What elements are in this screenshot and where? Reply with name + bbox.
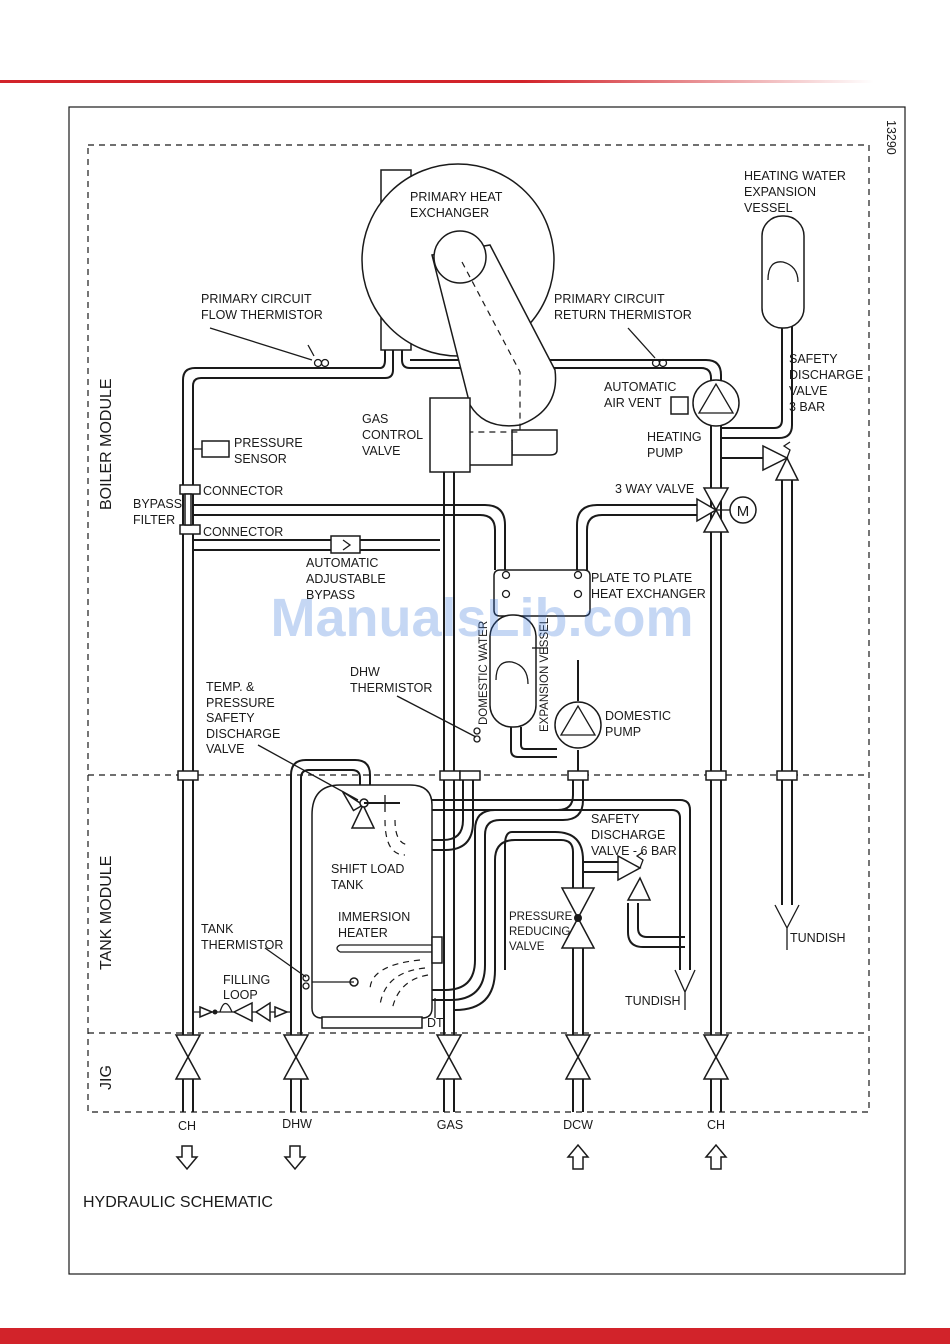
watermark-text: ManualsLib.com bbox=[270, 588, 693, 648]
label-gas-control-valve: GAS CONTROL VALVE bbox=[362, 412, 426, 458]
label-filling-loop: FILLING LOOP bbox=[223, 973, 274, 1002]
label-bypass-filter: BYPASS FILTER bbox=[133, 497, 186, 527]
label-return-thermistor: PRIMARY CIRCUIT RETURN THERMISTOR bbox=[554, 292, 692, 322]
label-connector-top: CONNECTOR bbox=[203, 484, 283, 498]
gas-control-valve bbox=[429, 397, 471, 473]
tundish-mid-symbol bbox=[674, 969, 696, 1010]
pressure-sensor-box bbox=[201, 440, 230, 458]
label-dt: DT bbox=[427, 1016, 444, 1030]
label-pressure-sensor: PRESSURE SENSOR bbox=[234, 436, 306, 466]
connection-dcw: DCW bbox=[563, 1118, 593, 1132]
divider-connectors bbox=[177, 770, 798, 781]
label-safety-valve-6bar: SAFETY DISCHARGE VALVE - 6 BAR bbox=[591, 812, 677, 858]
label-shift-load-tank: SHIFT LOAD TANK bbox=[331, 862, 408, 892]
primary-heat-exchanger bbox=[361, 163, 558, 472]
return-thermistor-leader bbox=[627, 327, 656, 359]
flow-thermistor-leader bbox=[209, 327, 313, 361]
safety-valve-3bar bbox=[721, 441, 800, 481]
label-tank-thermistor: TANK THERMISTOR bbox=[201, 922, 283, 952]
dhw-pipe bbox=[290, 759, 371, 1035]
domestic-pump bbox=[554, 701, 602, 749]
tundish-right-symbol bbox=[774, 904, 800, 950]
header-accent-line bbox=[0, 80, 950, 83]
figure-frame bbox=[68, 106, 906, 1275]
immersion-heater bbox=[336, 936, 443, 964]
dcw-pipe bbox=[454, 831, 685, 1035]
label-primary-heat-exchanger: PRIMARY HEAT EXCHANGER bbox=[410, 190, 506, 220]
figure-caption: HYDRAULIC SCHEMATIC bbox=[83, 1194, 273, 1211]
shift-load-tank bbox=[311, 784, 433, 1029]
jig-valves bbox=[174, 1034, 730, 1112]
label-tundish-mid: TUNDISH bbox=[625, 994, 681, 1008]
label-three-way-valve: 3 WAY VALVE bbox=[615, 482, 694, 496]
heating-pump bbox=[692, 379, 740, 427]
tank-thermistor-symbol bbox=[302, 974, 310, 990]
label-connector-bottom: CONNECTOR bbox=[203, 525, 283, 539]
return-thermistor-symbol bbox=[651, 358, 668, 368]
label-plate-heat-exchanger: PLATE TO PLATE HEAT EXCHANGER bbox=[591, 571, 706, 601]
label-air-vent: AUTOMATIC AIR VENT bbox=[604, 380, 680, 410]
tp-safety-valve bbox=[341, 790, 400, 829]
heating-expansion-vessel bbox=[761, 215, 805, 329]
three-way-valve bbox=[696, 487, 757, 533]
gas-valve-link bbox=[470, 440, 513, 466]
safety-valve-6bar bbox=[617, 851, 652, 901]
tank-thermistor-leader bbox=[264, 947, 307, 978]
bypass-filter-body bbox=[184, 493, 192, 526]
motor-label: M bbox=[737, 503, 750, 520]
label-expansion-vessel: EXPANSION VESSEL bbox=[539, 617, 551, 732]
label-pressure-reducing-valve: PRESSURE REDUCING VALVE bbox=[509, 911, 575, 953]
dhw-thermistor-symbol bbox=[473, 727, 481, 743]
bypass-connector-pipes bbox=[193, 504, 697, 570]
domestic-expansion-vessel bbox=[489, 614, 537, 728]
domestic-pump-pipes bbox=[510, 660, 579, 775]
connection-ch-out: CH bbox=[178, 1119, 196, 1133]
gas-pipe bbox=[443, 472, 455, 1035]
label-heating-expansion-vessel: HEATING WATER EXPANSION VESSEL bbox=[744, 169, 849, 215]
coil-pipes bbox=[360, 775, 691, 1001]
flow-thermistor-symbol bbox=[307, 344, 330, 368]
expansion-vessel-pipe bbox=[721, 326, 793, 905]
label-automatic-bypass: AUTOMATIC ADJUSTABLE BYPASS bbox=[306, 556, 389, 602]
module-boundary bbox=[87, 144, 870, 1113]
pressure-reducing-valve bbox=[560, 887, 596, 949]
tp-valve-leader bbox=[257, 744, 359, 801]
plate-heat-exchanger bbox=[493, 569, 591, 617]
ch-flow-pipe bbox=[182, 350, 394, 1035]
filling-loop bbox=[193, 1001, 291, 1023]
air-vent-box bbox=[670, 396, 689, 415]
tank-module-label: TANK MODULE bbox=[98, 856, 115, 970]
label-tundish-right: TUNDISH bbox=[790, 931, 846, 945]
label-flow-thermistor: PRIMARY CIRCUIT FLOW THERMISTOR bbox=[201, 292, 323, 322]
label-domestic-pump: DOMESTIC PUMP bbox=[605, 709, 674, 739]
figure-number: 13290 bbox=[884, 120, 898, 155]
connection-gas: GAS bbox=[437, 1118, 463, 1132]
label-dhw-thermistor: DHW THERMISTOR bbox=[350, 665, 432, 695]
footer-accent-bar bbox=[0, 1328, 950, 1344]
automatic-bypass-valve bbox=[330, 535, 361, 554]
dhw-thermistor-leader bbox=[396, 695, 477, 738]
label-heating-pump: HEATING PUMP bbox=[647, 430, 705, 460]
connection-ch-in: CH bbox=[707, 1118, 725, 1132]
connector-bottom bbox=[179, 524, 201, 535]
label-safety-valve-3bar: SAFETY DISCHARGE VALVE 3 BAR bbox=[789, 352, 867, 414]
jig-module-label: JIG bbox=[98, 1065, 115, 1090]
connector-top bbox=[179, 484, 201, 495]
label-immersion-heater: IMMERSION HEATER bbox=[338, 910, 414, 940]
connection-dhw: DHW bbox=[282, 1117, 312, 1131]
flow-arrows bbox=[175, 1143, 728, 1171]
label-tp-valve: TEMP. & PRESSURE SAFETY DISCHARGE VALVE bbox=[206, 680, 284, 756]
label-domestic-water: DOMESTIC WATER bbox=[478, 621, 490, 725]
boiler-module-label: BOILER MODULE bbox=[98, 378, 115, 510]
